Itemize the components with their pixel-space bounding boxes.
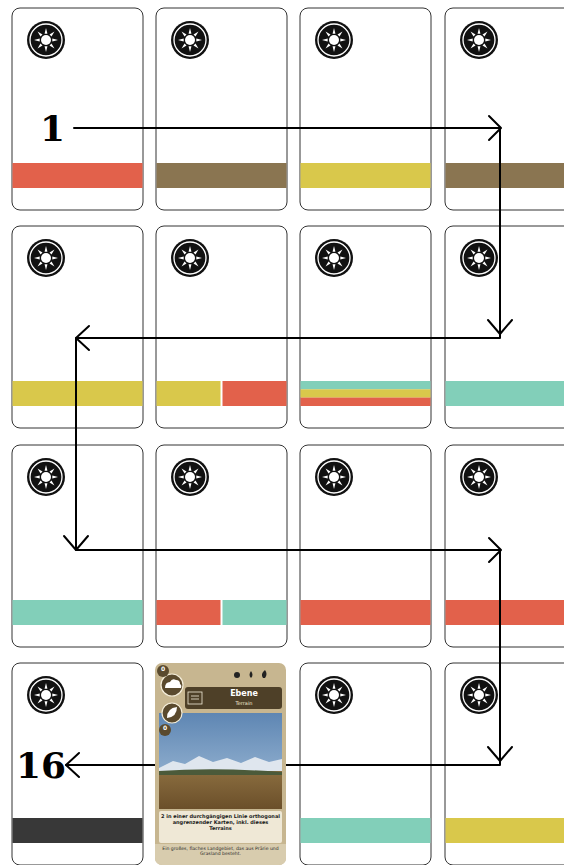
- card-illustration: [155, 663, 286, 865]
- stat-number: 0: [160, 725, 170, 732]
- sun-icon: [27, 21, 65, 59]
- sun-icon: [315, 239, 353, 277]
- flavor-text: Ein großes, flaches Landgebiet, das aus …: [161, 846, 280, 857]
- blank-card: [12, 226, 143, 428]
- blank-card: [12, 8, 143, 210]
- sun-icon: [171, 21, 209, 59]
- blank-card: [156, 226, 287, 428]
- sequence-number: 16: [16, 747, 66, 783]
- sun-icon: [460, 239, 498, 277]
- blank-card: [156, 445, 287, 647]
- sun-icon: [27, 458, 65, 496]
- rule-text: 2 in einer durchgängigen Linie orthogona…: [161, 814, 280, 831]
- blank-card: [156, 8, 287, 210]
- sun-icon: [27, 239, 65, 277]
- blank-card: [12, 445, 143, 647]
- card-name: Ebene: [207, 689, 281, 698]
- sun-icon: [460, 458, 498, 496]
- blank-card: [445, 8, 564, 210]
- blank-card: [300, 226, 431, 428]
- sun-icon: [460, 21, 498, 59]
- sun-icon: [171, 458, 209, 496]
- card-type: Terrain: [207, 701, 281, 707]
- blank-card: [445, 226, 564, 428]
- sequence-number: 1: [40, 110, 65, 146]
- terrain-card: 00EbeneTerrain2 in einer durchgängigen L…: [155, 663, 286, 865]
- blank-card: [445, 445, 564, 647]
- blank-card: [300, 8, 431, 210]
- sun-icon: [315, 21, 353, 59]
- sun-icon: [171, 239, 209, 277]
- sun-icon: [315, 676, 353, 714]
- blank-card: [300, 445, 431, 647]
- stat-number: 0: [158, 666, 168, 673]
- sun-icon: [27, 676, 65, 714]
- sun-icon: [460, 676, 498, 714]
- sun-icon: [315, 458, 353, 496]
